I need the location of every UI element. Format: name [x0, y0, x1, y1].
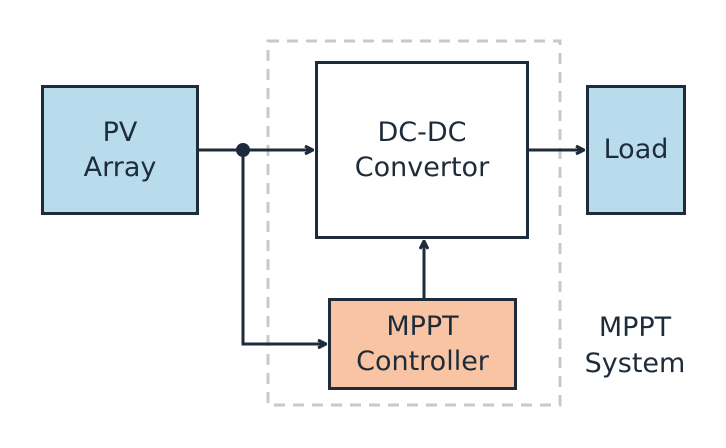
dc-dc-convertor-label-line2: Convertor	[354, 152, 490, 183]
pv-array-block: PV Array	[41, 85, 199, 215]
dc-dc-convertor-block: DC-DC Convertor	[315, 61, 529, 239]
pv-array-label-line1: PV	[102, 116, 138, 148]
mppt-controller-block: MPPT Controller	[328, 298, 517, 390]
junction-dot	[236, 143, 250, 157]
dc-dc-convertor-label-line1: DC-DC	[377, 116, 467, 148]
load-label: Load	[603, 134, 669, 166]
load-block: Load	[586, 85, 686, 215]
pv-array-label-line2: Array	[83, 152, 157, 183]
mppt-controller-label-line1: MPPT	[386, 310, 459, 342]
mppt-controller-label-line2: Controller	[356, 346, 489, 377]
mppt-system-boundary	[266, 39, 562, 407]
connector-pv-to-mppt	[241, 150, 326, 344]
mppt-system-label: MPPT System	[575, 310, 695, 383]
mppt-system-label-line1: MPPT	[598, 312, 672, 343]
mppt-system-label-line2: System	[584, 348, 686, 380]
